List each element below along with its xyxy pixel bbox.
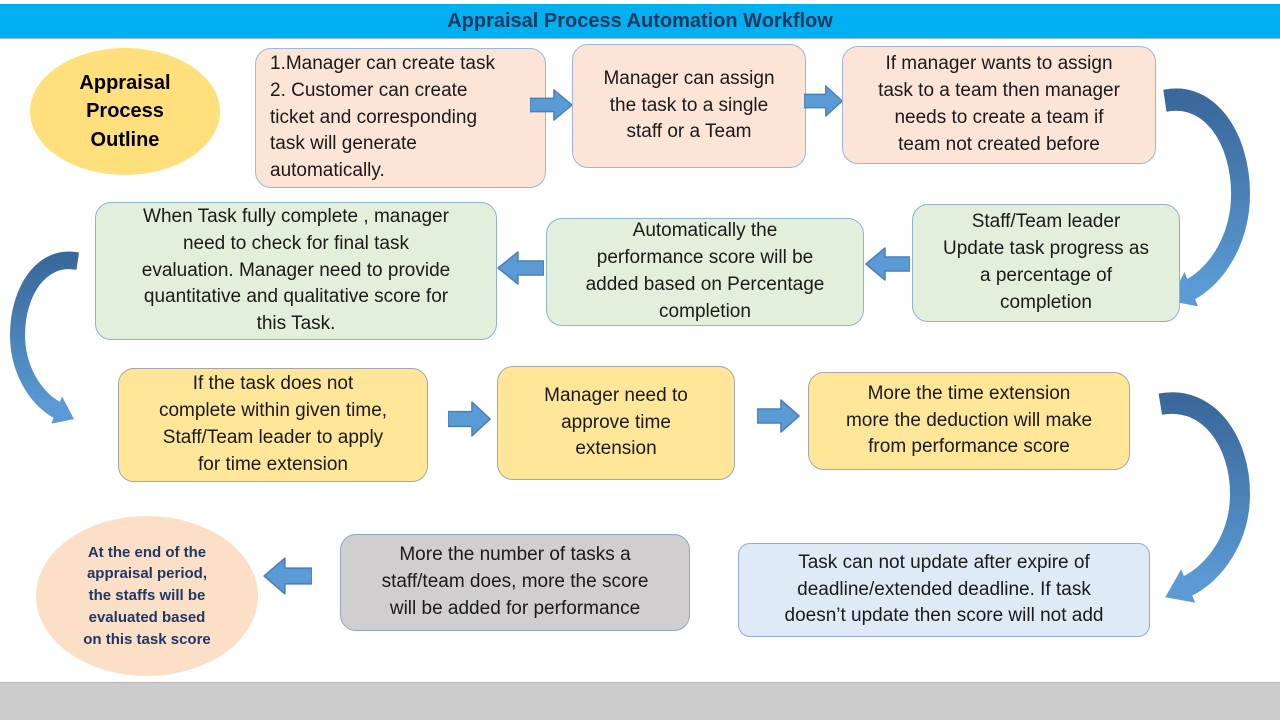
outline-ellipse: Appraisal Process Outline — [30, 48, 220, 175]
final-outcome-text: At the end of the appraisal period, the … — [83, 543, 211, 648]
curved-arrow-down-icon — [10, 248, 84, 428]
outline-ellipse-label: Appraisal Process Outline — [79, 71, 171, 151]
deadline-expire-box: Task can not update after expire of dead… — [738, 543, 1150, 637]
approve-extension-text: Manager need to approve time extension — [544, 384, 688, 460]
auto-score-text: Automatically the performance score will… — [585, 220, 825, 322]
create-task-box: 1.Manager can create task 2. Customer ca… — [255, 48, 546, 188]
more-tasks-score-box: More the number of tasks a staff/team do… — [340, 534, 690, 631]
more-tasks-score-text: More the number of tasks a staff/team do… — [381, 544, 649, 619]
extension-deduction-text: More the time extension more the deducti… — [845, 382, 1093, 458]
time-extension-apply-box: If the task does not complete within giv… — [118, 368, 428, 482]
create-team-text: If manager wants to assign task to a tea… — [878, 53, 1120, 155]
arrow-right-icon — [530, 88, 574, 122]
arrow-right-icon — [804, 84, 844, 118]
time-extension-apply-text: If the task does not complete within giv… — [158, 373, 388, 475]
page-title: Appraisal Process Automation Workflow — [447, 9, 833, 32]
arrow-left-icon — [496, 250, 544, 286]
update-progress-text: Staff/Team leader Update task progress a… — [943, 211, 1149, 313]
final-outcome-ellipse: At the end of the appraisal period, the … — [36, 516, 258, 676]
final-evaluation-text: When Task fully complete , manager need … — [141, 205, 451, 335]
create-team-box: If manager wants to assign task to a tea… — [842, 46, 1156, 164]
assign-task-text: Manager can assign the task to a single … — [603, 67, 775, 143]
assign-task-box: Manager can assign the task to a single … — [572, 44, 806, 168]
final-evaluation-box: When Task fully complete , manager need … — [95, 202, 497, 340]
footer-bar — [0, 682, 1280, 720]
approve-extension-box: Manager need to approve time extension — [497, 366, 735, 480]
arrow-left-icon — [864, 246, 910, 282]
update-progress-box: Staff/Team leader Update task progress a… — [912, 204, 1180, 322]
deadline-expire-text: Task can not update after expire of dead… — [784, 551, 1104, 627]
curved-arrow-down-icon — [1152, 388, 1250, 608]
extension-deduction-box: More the time extension more the deducti… — [808, 372, 1130, 470]
arrow-right-icon — [448, 400, 492, 438]
arrow-right-icon — [757, 398, 801, 434]
title-bar: Appraisal Process Automation Workflow — [0, 4, 1280, 39]
create-task-text: 1.Manager can create task 2. Customer ca… — [270, 52, 495, 182]
auto-score-box: Automatically the performance score will… — [546, 218, 864, 326]
arrow-left-icon — [262, 556, 312, 596]
